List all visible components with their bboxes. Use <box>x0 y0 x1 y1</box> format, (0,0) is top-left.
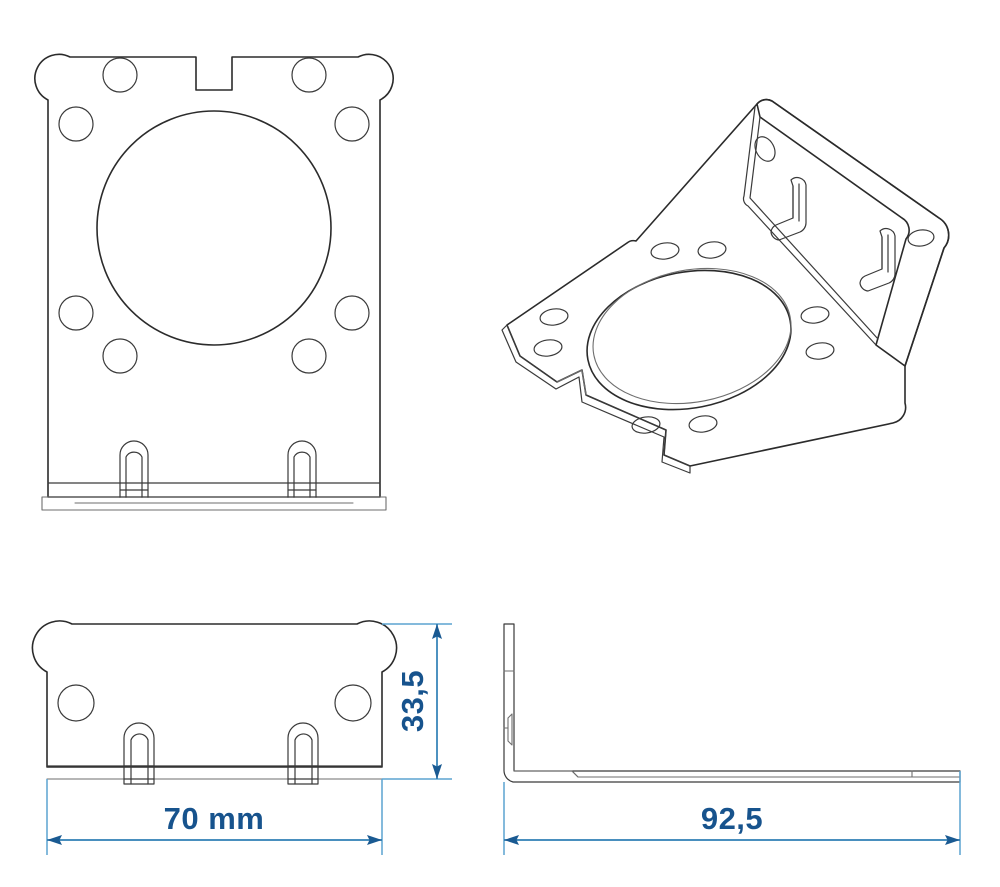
iso-base-hole-6 <box>805 342 835 360</box>
front-plate-outline <box>34 53 394 498</box>
bottom-edge-elevation-view <box>31 620 398 785</box>
iso-base-hole-8 <box>688 415 718 433</box>
front-hole-top-left <box>102 57 138 93</box>
height-dimension: 33,5 <box>382 623 452 780</box>
front-tab-right <box>287 440 317 498</box>
front-hole-bottom-left <box>102 338 138 374</box>
side-profile-tab-detail <box>507 713 513 746</box>
iso-bent-tab-left <box>770 176 807 241</box>
width-dim-label: 70 mm <box>164 801 265 836</box>
edge-plate-outline <box>31 620 398 768</box>
front-hole-top-right <box>291 57 327 93</box>
iso-flange-fold <box>742 106 877 346</box>
iso-center-cutout-inner <box>592 267 792 405</box>
front-hole-bottom-right <box>291 338 327 374</box>
edge-hole-right <box>334 684 372 722</box>
iso-base-hole-7 <box>631 416 661 434</box>
edge-tab-right <box>287 722 319 785</box>
front-hole-lower-right <box>334 295 370 331</box>
side-profile-outline <box>503 623 961 783</box>
side-profile-step <box>571 770 579 778</box>
iso-base-hole-2 <box>697 241 727 259</box>
iso-base-hole-3 <box>539 308 569 326</box>
depth-dim-label: 92,5 <box>701 801 763 836</box>
isometric-3d-view <box>501 98 950 474</box>
side-profile-section-view <box>503 623 961 783</box>
front-hole-upper-right <box>334 106 370 142</box>
edge-tab-left <box>123 722 155 785</box>
iso-base-hole-5 <box>800 306 830 324</box>
iso-base-hole-4 <box>533 339 563 357</box>
depth-dimension: 92,5 <box>503 771 961 855</box>
iso-center-cutout <box>586 269 792 411</box>
iso-flange-hole-right <box>907 229 935 247</box>
iso-base-hole-1 <box>650 242 680 260</box>
front-tab-left <box>119 440 149 498</box>
front-hole-upper-left <box>58 106 94 142</box>
front-elevation-view <box>34 53 394 511</box>
front-hole-lower-left <box>58 295 94 331</box>
iso-vertical-flange <box>756 98 950 367</box>
front-base-strip <box>41 496 387 511</box>
iso-flange-hole-left <box>754 136 776 162</box>
edge-hole-left <box>57 684 95 722</box>
height-dim-label: 33,5 <box>395 670 430 732</box>
iso-base-notch <box>556 369 587 396</box>
width-dimension: 70 mm <box>46 779 383 855</box>
front-center-cutout <box>96 110 332 346</box>
iso-bent-tab-right <box>859 227 896 292</box>
iso-flange-fold-inner <box>749 116 879 340</box>
